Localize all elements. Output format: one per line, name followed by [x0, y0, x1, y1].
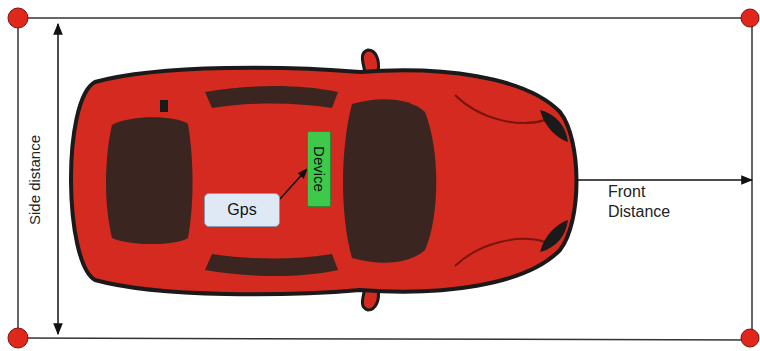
node-text: Gps: [227, 200, 256, 219]
node-text: Device: [310, 146, 328, 192]
car-body: [71, 50, 577, 310]
dimension-label: Side distance: [25, 135, 45, 225]
gps-box: Gps: [204, 193, 280, 227]
front-dimension-arrow: [576, 179, 752, 181]
side-dimension-arrow: [57, 24, 59, 334]
dimension-label: Front Distance: [608, 182, 700, 222]
corner-marker: [8, 8, 759, 348]
bounding-box: [18, 18, 752, 340]
device-box: Device: [307, 131, 331, 207]
connector-arrow: [280, 169, 307, 199]
